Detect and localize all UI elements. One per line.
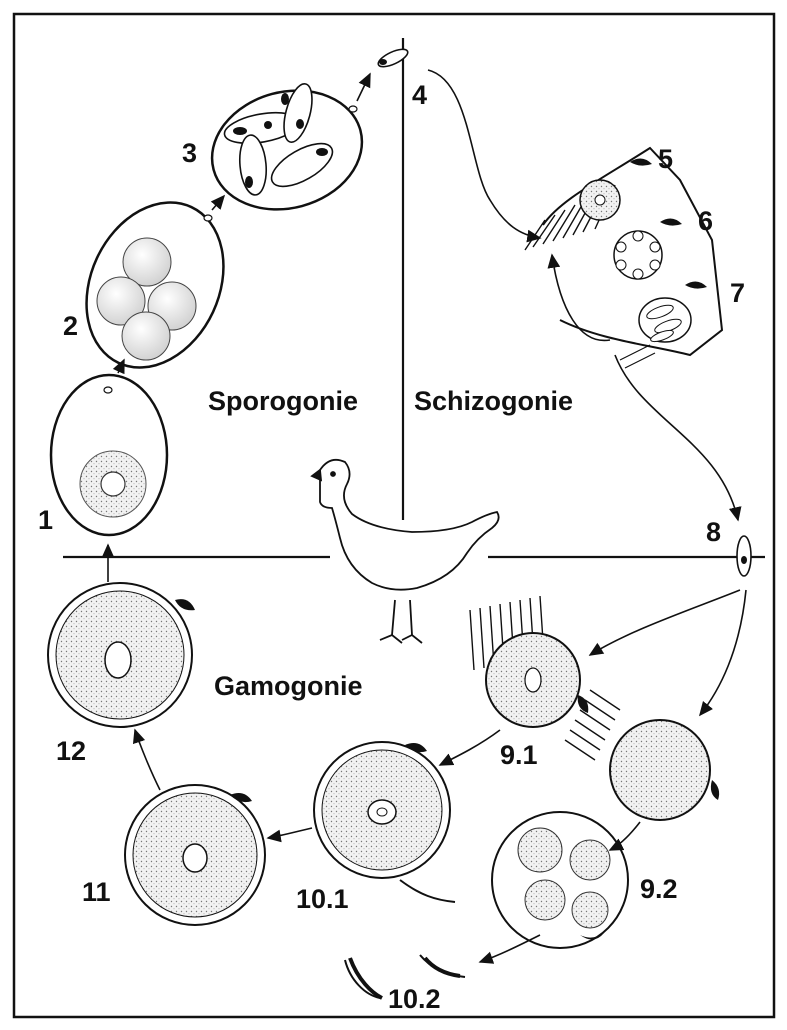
- sporulated-oocyst-stage-3: [199, 74, 376, 225]
- stage-label-2: 2: [63, 313, 78, 340]
- phase-label-gamogonie: Gamogonie: [214, 673, 363, 700]
- stage-label-1: 1: [38, 507, 53, 534]
- sporozoite-stage-4: [376, 46, 410, 70]
- stage-label-10-1: 10.1: [296, 886, 349, 913]
- macrogamete-stage-10-1: [314, 742, 450, 878]
- phase-label-sporogonie: Sporogonie: [208, 388, 358, 415]
- stage-label-7: 7: [730, 280, 745, 307]
- stage-label-8: 8: [706, 519, 721, 546]
- oocyst-wall-stage-12: [48, 583, 195, 727]
- microgametocyte-stage-9-2: [492, 812, 628, 948]
- stage-label-3: 3: [182, 140, 197, 167]
- stage-label-5: 5: [658, 146, 673, 173]
- stage-label-10-2: 10.2: [388, 986, 441, 1013]
- phase-label-schizogonie: Schizogonie: [414, 388, 573, 415]
- arrow-11-to-12: [135, 730, 160, 790]
- stage-label-6: 6: [698, 208, 713, 235]
- arrow-to-stage-8: [615, 355, 738, 520]
- merozoite-stage-8: [737, 536, 751, 576]
- macrogamont-stage-9-1: [470, 596, 588, 727]
- arrow-10-1-to-11: [268, 828, 312, 838]
- stage-label-4: 4: [412, 82, 427, 109]
- arrow-4-to-epithelium: [428, 70, 540, 238]
- stage-label-11: 11: [82, 879, 111, 906]
- arrow-9-1-to-10-1: [440, 730, 500, 765]
- oocyst-stage-2: [61, 180, 250, 390]
- stage-label-9-1: 9.1: [500, 742, 538, 769]
- stage-label-12: 12: [56, 738, 86, 765]
- microgametes-stage-10-2: [345, 880, 465, 998]
- intestinal-epithelium: [525, 148, 722, 368]
- arrow-9-2-to-10-2: [480, 935, 540, 962]
- zygote-stage-11: [125, 785, 265, 925]
- oocyst-stage-1: [51, 375, 167, 535]
- arrows-from-stage-8: [590, 590, 746, 715]
- stage-label-9-2: 9.2: [640, 876, 678, 903]
